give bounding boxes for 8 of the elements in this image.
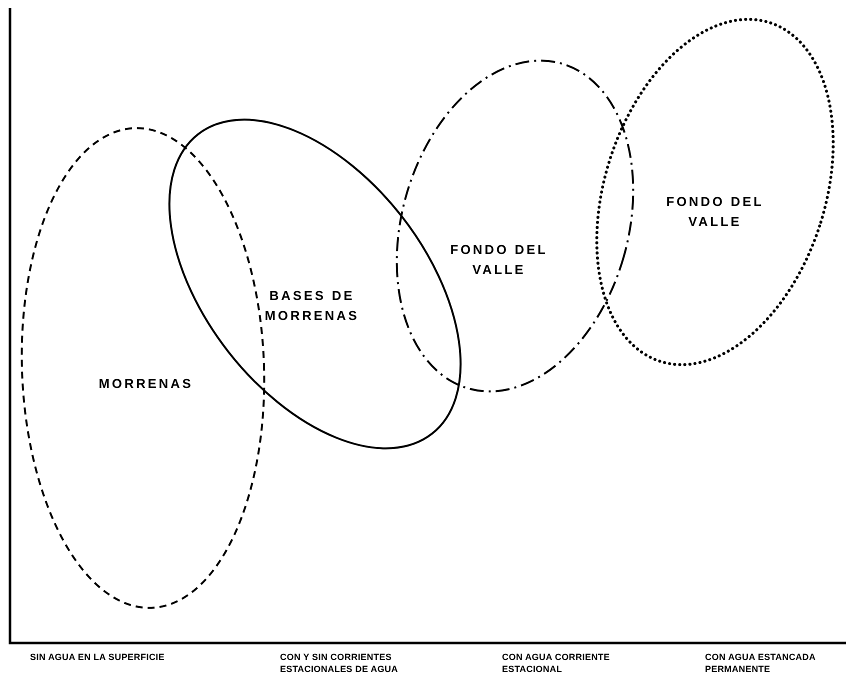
axis-category-label: CON AGUA CORRIENTE ESTACIONAL [502,651,611,675]
region-label: FONDO DEL VALLE [665,193,765,231]
region-label: FONDO DEL VALLE [449,241,549,279]
region-label: BASES DE MORRENAS [264,287,360,325]
axis-category-label: SIN AGUA EN LA SUPERFICIE [30,651,166,663]
axis-category-label: CON AGUA ESTANCADA PERMANENTE [705,651,816,675]
region-label: MORRENAS [98,375,194,393]
axis-category-label: CON Y SIN CORRIENTES ESTACIONALES DE AGUA [280,651,400,675]
